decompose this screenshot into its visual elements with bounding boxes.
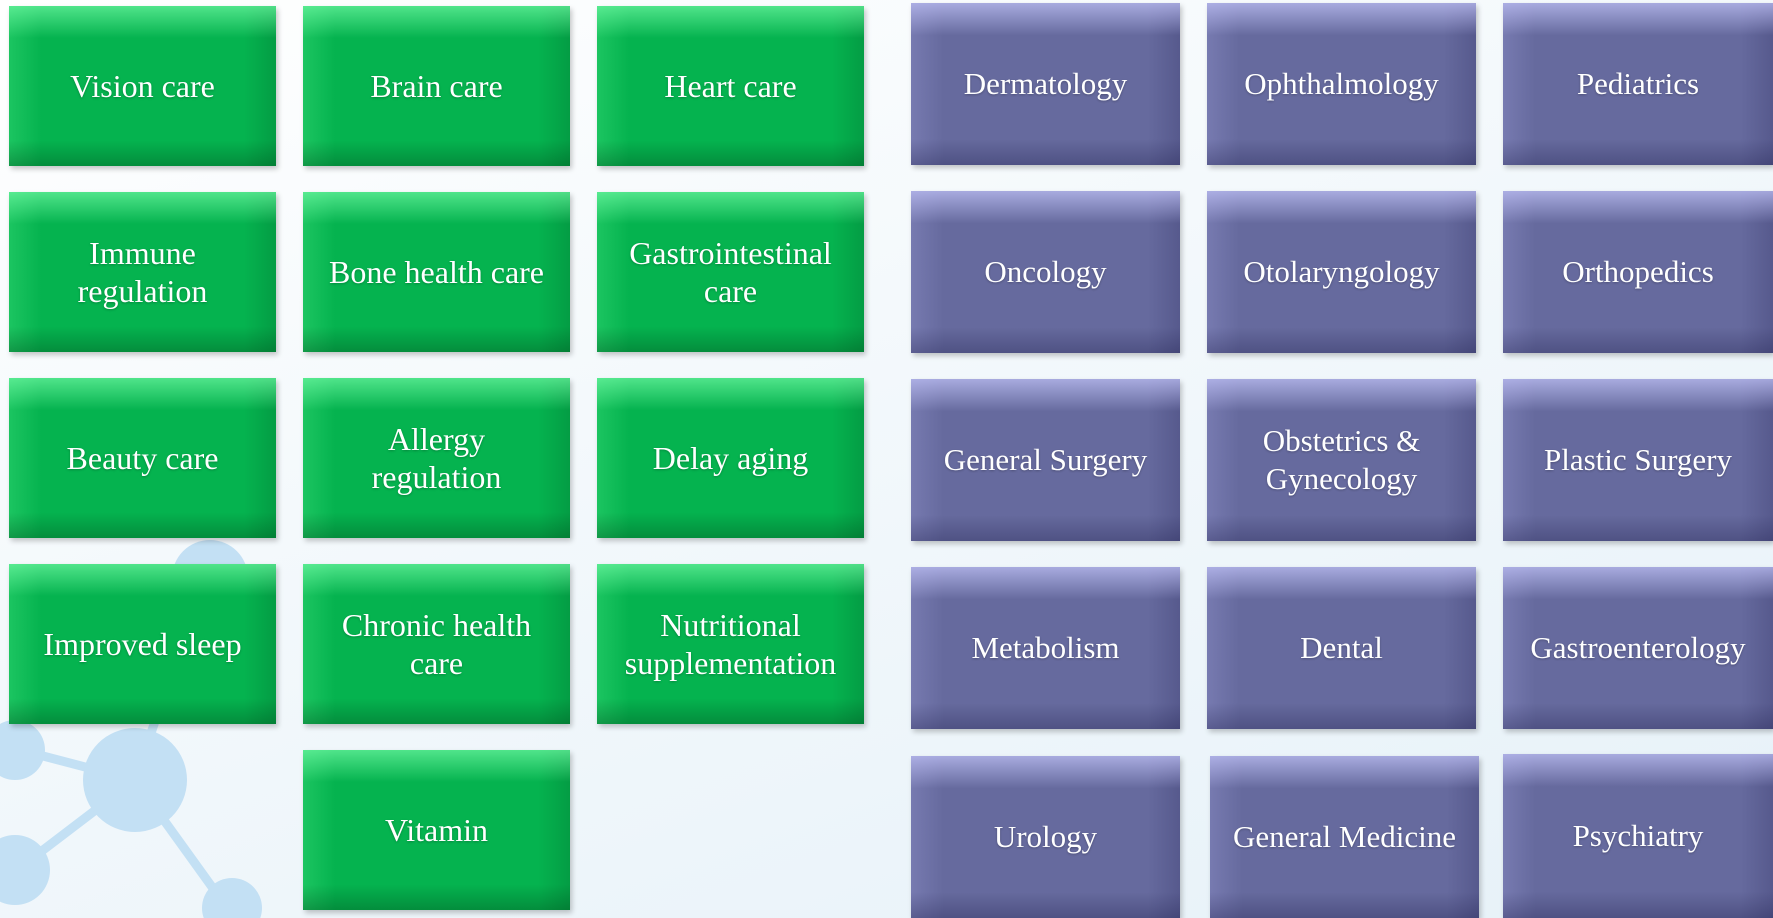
tile-improved-sleep[interactable]: Improved sleep	[9, 564, 276, 724]
tile-beauty-care[interactable]: Beauty care	[9, 378, 276, 538]
tile-label: Beauty care	[66, 440, 219, 476]
tile-ophthalmology[interactable]: Ophthalmology	[1207, 3, 1476, 165]
tile-label: Dental	[1300, 630, 1383, 665]
tile-plastic-surgery[interactable]: Plastic Surgery	[1503, 379, 1773, 541]
tile-bone-health-care[interactable]: Bone health care	[303, 192, 570, 352]
tile-general-medicine[interactable]: General Medicine	[1210, 756, 1479, 918]
tile-label: Vision care	[70, 68, 215, 104]
tile-psychiatry[interactable]: Psychiatry	[1503, 754, 1773, 918]
tile-label: Pediatrics	[1576, 66, 1700, 101]
tile-label: Brain care	[370, 68, 503, 104]
tile-label: Bone health care	[329, 254, 544, 290]
tile-label: Metabolism	[971, 630, 1120, 665]
tile-label: Psychiatry	[1572, 818, 1704, 853]
tile-metabolism[interactable]: Metabolism	[911, 567, 1180, 729]
tile-heart-care[interactable]: Heart care	[597, 6, 864, 166]
tile-label: Dermatology	[963, 66, 1128, 101]
tile-label: General Medicine	[1233, 819, 1456, 854]
tile-pediatrics[interactable]: Pediatrics	[1503, 3, 1773, 165]
tile-dental[interactable]: Dental	[1207, 567, 1476, 729]
tile-label: Obstetrics &Gynecology	[1262, 423, 1421, 496]
tile-vision-care[interactable]: Vision care	[9, 6, 276, 166]
tile-label: Otolaryngology	[1243, 254, 1440, 289]
tile-obstetrics-gynecology[interactable]: Obstetrics &Gynecology	[1207, 379, 1476, 541]
tile-general-surgery[interactable]: General Surgery	[911, 379, 1180, 541]
tile-vitamin[interactable]: Vitamin	[303, 750, 570, 910]
tile-brain-care[interactable]: Brain care	[303, 6, 570, 166]
tile-dermatology[interactable]: Dermatology	[911, 3, 1180, 165]
tile-label: Improved sleep	[43, 626, 242, 662]
tile-label: Delay aging	[652, 440, 809, 476]
tile-label: Orthopedics	[1562, 254, 1714, 289]
tile-label: Oncology	[984, 254, 1107, 289]
tile-label: Plastic Surgery	[1544, 442, 1732, 477]
tile-oncology[interactable]: Oncology	[911, 191, 1180, 353]
tile-otolaryngology[interactable]: Otolaryngology	[1207, 191, 1476, 353]
tile-label: Vitamin	[385, 812, 488, 848]
tile-urology[interactable]: Urology	[911, 756, 1180, 918]
tile-label: Urology	[993, 819, 1098, 854]
tile-delay-aging[interactable]: Delay aging	[597, 378, 864, 538]
tile-label: Gastroenterology	[1530, 630, 1746, 665]
tile-label: General Surgery	[943, 442, 1148, 477]
tile-label: Ophthalmology	[1244, 66, 1439, 101]
tile-gastroenterology[interactable]: Gastroenterology	[1503, 567, 1773, 729]
tile-orthopedics[interactable]: Orthopedics	[1503, 191, 1773, 353]
tile-label: Heart care	[664, 68, 797, 104]
